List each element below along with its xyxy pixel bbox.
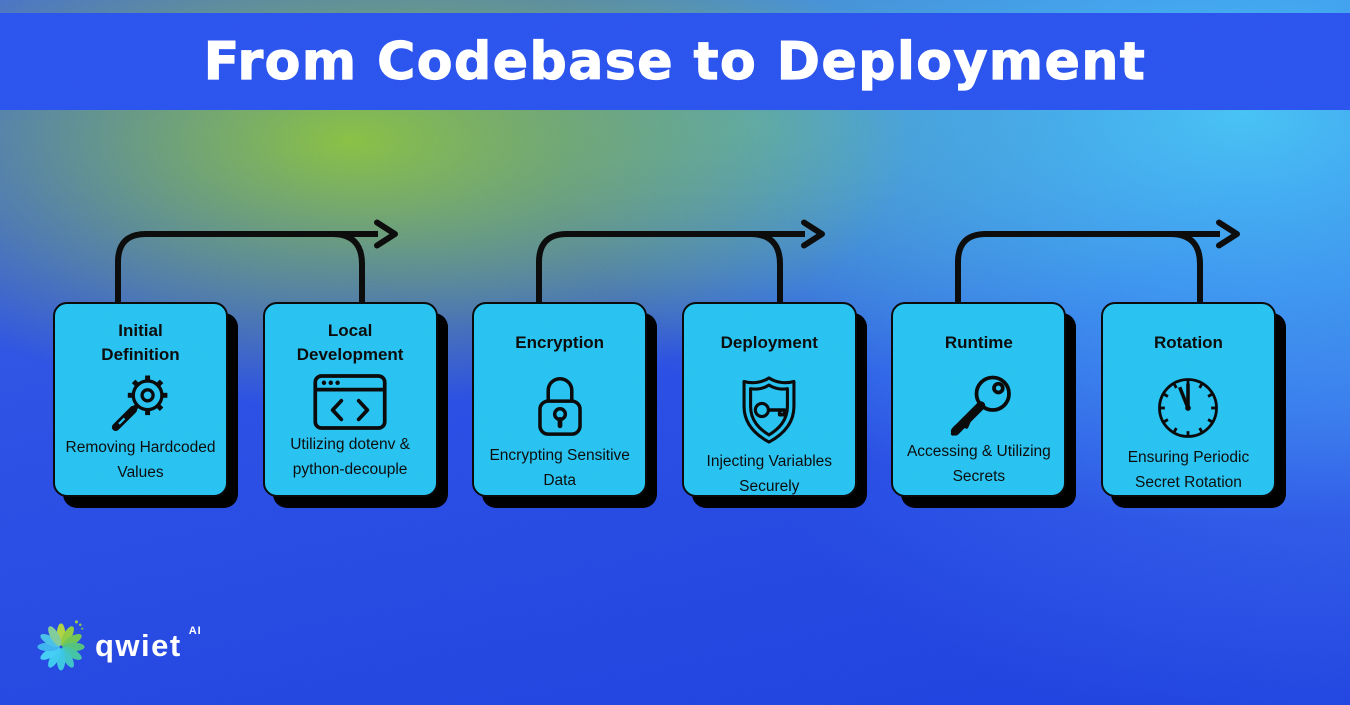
stage-description: Removing Hardcoded Values — [65, 439, 216, 481]
stage-title: Local Development — [296, 321, 404, 364]
stage-card-initial-definition: Initial Definition Removing Hardcoded Va… — [53, 302, 228, 497]
stage-card-encryption: Encryption Encrypting Sensitive Data — [472, 302, 648, 497]
code-window-icon — [308, 370, 392, 433]
shield-key-icon — [731, 370, 807, 450]
qwiet-spiral-icon — [37, 620, 85, 671]
brand-logo: qwiet AI — [36, 616, 202, 674]
stage-title: Runtime — [944, 333, 1013, 352]
flow-arrow-2 — [536, 219, 825, 304]
gear-wrench-icon — [102, 370, 180, 436]
flow-arrow-3 — [955, 219, 1240, 304]
stages-row: Initial Definition Removing Hardcoded Va… — [53, 302, 1276, 497]
stage-title: Rotation — [1154, 333, 1223, 352]
page-title: From Codebase to Deployment — [203, 31, 1147, 92]
flow-arrow-1 — [115, 219, 398, 304]
brand-name: qwiet — [95, 627, 182, 663]
header-banner: From Codebase to Deployment — [0, 13, 1350, 110]
stage-card-local-development: Local Development Utilizing dotenv & pyt… — [262, 302, 438, 497]
stage-description: Encrypting Sensitive Data — [489, 447, 630, 489]
stage-title: Initial Definition — [101, 321, 180, 364]
stage-description: Injecting Variables Securely — [706, 453, 833, 495]
key-icon — [939, 370, 1019, 440]
padlock-icon — [527, 370, 593, 444]
stage-card-rotation: Rotation Ensuring Periodic Secret Rotati… — [1100, 302, 1276, 497]
stage-description: Utilizing dotenv & python-decouple — [290, 436, 410, 478]
stage-description: Accessing & Utilizing Secrets — [906, 443, 1051, 485]
stage-description: Ensuring Periodic Secret Rotation — [1127, 449, 1250, 491]
brand-suffix: AI — [188, 625, 202, 637]
clock-icon — [1150, 370, 1226, 446]
stage-title: Deployment — [720, 333, 818, 352]
stage-title: Encryption — [515, 333, 605, 352]
stage-card-deployment: Deployment Injecting Variables Securely — [681, 302, 857, 497]
stage-card-runtime: Runtime Accessing & Utilizing Secrets — [891, 302, 1067, 497]
